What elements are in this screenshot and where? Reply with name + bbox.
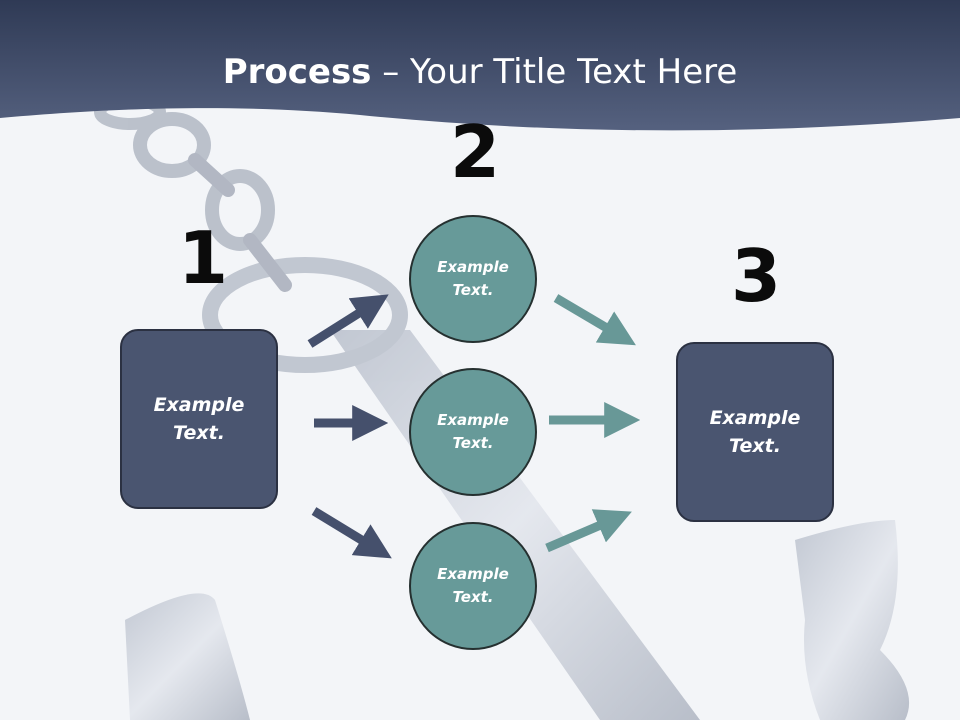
circle-bottom-label: Example Text.: [437, 564, 509, 606]
left-box-label: Example Text.: [153, 393, 245, 445]
header-band: [0, 0, 960, 131]
circle-middle: Example Text.: [409, 368, 537, 496]
circle-top: Example Text.: [409, 215, 537, 343]
step-number-3: 3: [731, 234, 782, 318]
left-box: Example Text.: [120, 329, 278, 509]
arrow-left-to-top: [307, 294, 389, 348]
arrow-left-to-bottom: [311, 507, 392, 559]
right-box: Example Text.: [676, 342, 834, 522]
step-number-2: 2: [450, 110, 501, 194]
title-bold: Process: [222, 52, 372, 92]
step-number-1: 1: [178, 216, 229, 300]
arrow-top-to-right: [553, 294, 636, 346]
arrow-bottom-to-right: [545, 509, 632, 553]
title-rest: – Your Title Text Here: [371, 52, 738, 92]
right-box-label: Example Text.: [709, 406, 801, 458]
circle-top-label: Example Text.: [437, 257, 509, 299]
circle-bottom: Example Text.: [409, 522, 537, 650]
circle-middle-label: Example Text.: [437, 410, 509, 452]
slide-title: Process – Your Title Text Here: [0, 52, 960, 92]
